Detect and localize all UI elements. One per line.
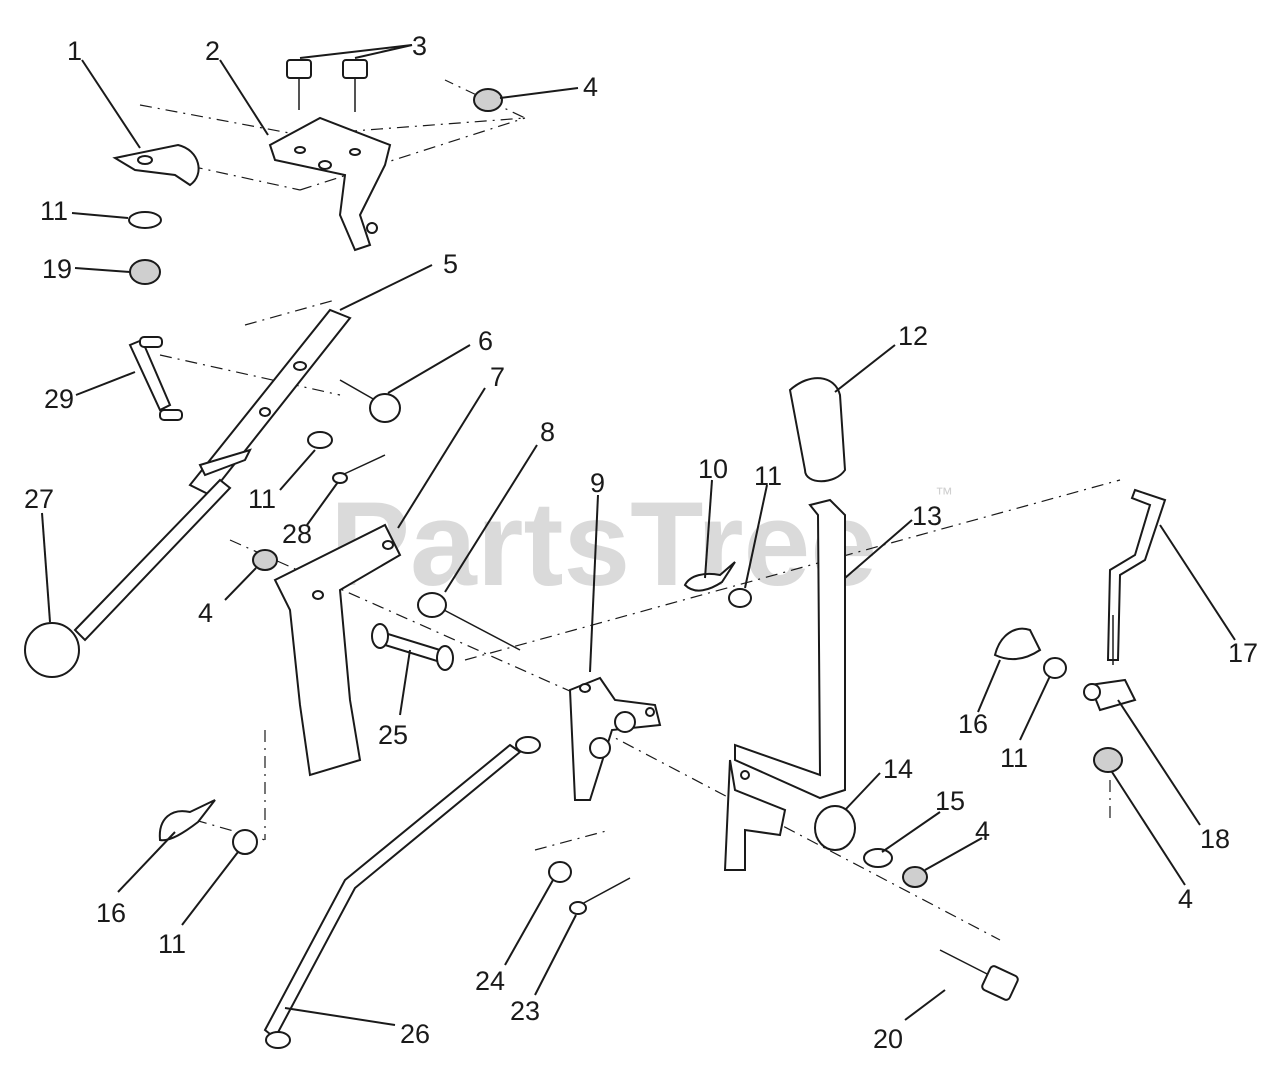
callout-5: 5 <box>443 249 458 279</box>
part-clip <box>112 143 200 187</box>
callout-29: 29 <box>44 384 74 414</box>
callout-3: 3 <box>412 31 427 61</box>
part-adjust-rod <box>1083 488 1167 712</box>
callout-4: 4 <box>198 598 213 628</box>
part-pivot-bracket <box>568 676 662 801</box>
watermark: PartsTree <box>330 477 877 611</box>
callout-11: 11 <box>1000 743 1028 773</box>
callout-labels: 1 2 3 4 4 4 4 5 6 7 8 9 10 11 11 11 11 1… <box>24 31 1258 1054</box>
part-long-bolt <box>417 592 521 651</box>
callout-13: 13 <box>912 501 942 531</box>
part-lever-handle <box>723 377 847 871</box>
part-link-rod <box>263 736 541 1049</box>
part-cotter-pins <box>158 454 1042 915</box>
callout-11: 11 <box>248 484 276 514</box>
leader-lines <box>41 44 1236 1026</box>
watermark-trademark: ™ <box>935 484 953 504</box>
callout-4: 4 <box>1178 884 1193 914</box>
callout-11: 11 <box>40 196 68 226</box>
part-link <box>128 336 183 421</box>
callout-11: 11 <box>754 461 782 491</box>
callout-1: 1 <box>67 36 82 66</box>
part-shoulder-bolt <box>339 379 401 423</box>
part-bottom-bolt <box>939 949 1019 1001</box>
part-nuts-washers <box>128 88 1123 888</box>
callout-27: 27 <box>24 484 54 514</box>
callout-8: 8 <box>540 417 555 447</box>
callout-14: 14 <box>883 754 913 784</box>
part-bolts <box>286 59 368 112</box>
callout-16: 16 <box>96 898 126 928</box>
part-bracket-plate <box>273 523 402 777</box>
callout-17: 17 <box>1228 638 1258 668</box>
callout-19: 19 <box>42 254 72 284</box>
callout-6: 6 <box>478 326 493 356</box>
callout-9: 9 <box>590 468 605 498</box>
callout-15: 15 <box>935 786 965 816</box>
callout-10: 10 <box>698 454 728 484</box>
callout-20: 20 <box>873 1024 903 1054</box>
callout-18: 18 <box>1200 824 1230 854</box>
callout-24: 24 <box>475 966 505 996</box>
part-spacer-tube <box>371 623 454 671</box>
callout-4: 4 <box>583 72 598 102</box>
part-bracket <box>268 116 392 252</box>
callout-16: 16 <box>958 709 988 739</box>
callout-4: 4 <box>975 816 990 846</box>
callout-7: 7 <box>490 362 505 392</box>
callout-2: 2 <box>205 36 220 66</box>
part-knob-rod <box>24 478 232 678</box>
callout-28: 28 <box>282 519 312 549</box>
part-lever-plate <box>188 308 352 497</box>
callout-11: 11 <box>158 929 186 959</box>
callout-12: 12 <box>898 321 928 351</box>
callout-26: 26 <box>400 1019 430 1049</box>
callout-25: 25 <box>378 720 408 750</box>
callout-23: 23 <box>510 996 540 1026</box>
